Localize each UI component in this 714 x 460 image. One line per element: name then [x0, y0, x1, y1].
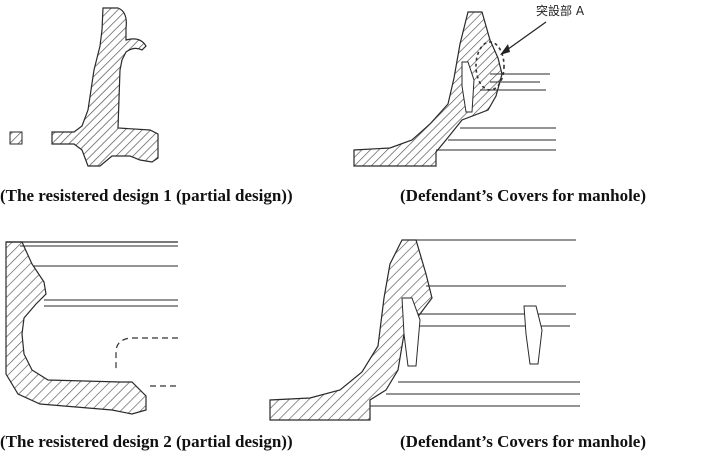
defendant-cover-2-drawing [266, 234, 714, 424]
design-1-profile [9, 7, 159, 167]
defendant-cover-1-drawing [350, 0, 714, 175]
design-2-drawing [0, 234, 186, 424]
design-1-drawing [0, 0, 180, 180]
design-1-caption: (The resistered design 1 (partial design… [0, 186, 293, 205]
design-2-caption: (The resistered design 2 (partial design… [0, 432, 293, 451]
design-2-profile [5, 241, 178, 415]
defendant-cover-1-caption: (Defendant’s Covers for manhole) [400, 186, 646, 205]
defendant-cover-2-caption: (Defendant’s Covers for manhole) [400, 432, 646, 451]
defendant-cover-2-profile [269, 239, 580, 421]
callout-label: 突設部 A [536, 4, 585, 18]
defendant-cover-1-profile [353, 11, 556, 167]
